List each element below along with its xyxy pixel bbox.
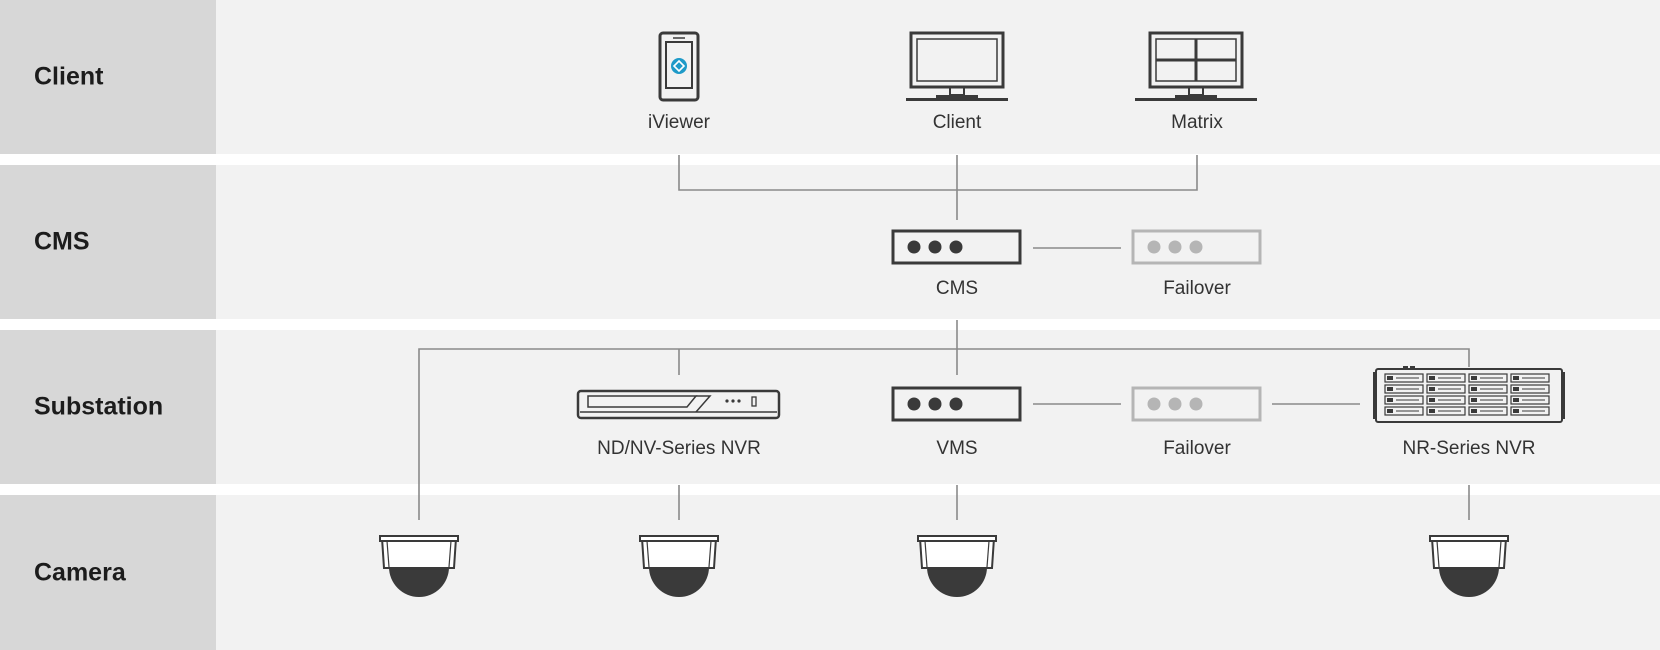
- node-label-cms: CMS: [935, 278, 979, 299]
- layer-label-box: Camera: [0, 495, 216, 650]
- node-label-iviewer: iViewer: [648, 112, 710, 133]
- dome-camera-icon: [917, 535, 997, 597]
- layer-camera: Camera: [0, 495, 1660, 650]
- rack-storage-icon: [1373, 366, 1565, 423]
- server-icon: [891, 386, 1022, 422]
- connection-lines: [418, 155, 1470, 520]
- video-wall-icon: [1135, 31, 1257, 101]
- dome-camera-icon: [379, 535, 459, 597]
- node-label-cms-failover: Failover: [1163, 278, 1231, 299]
- node-label-matrix: Matrix: [1171, 112, 1223, 133]
- layer-label-box: Client: [0, 0, 216, 154]
- monitor-icon: [906, 31, 1008, 101]
- layer-label: CMS: [34, 227, 90, 256]
- nvr-icon: [576, 389, 781, 420]
- layer-label: Client: [34, 62, 104, 91]
- cms-to-substation-bus: [418, 320, 1470, 520]
- node-label-vms: VMS: [936, 438, 978, 459]
- server-icon-inactive: [1131, 386, 1262, 422]
- layer-label: Substation: [34, 392, 164, 421]
- dome-camera-icon: [1429, 535, 1509, 597]
- smartphone-icon: [658, 31, 700, 102]
- node-label-client: Client: [932, 112, 982, 133]
- node-label-vms-failover: Failover: [1163, 438, 1231, 459]
- node-label-nd-nvr: ND/NV-Series NVR: [597, 438, 761, 459]
- layer-substation: Substation: [0, 330, 1660, 484]
- camera-group: [379, 535, 1509, 597]
- layer-label: Camera: [34, 558, 126, 586]
- layer-client: Client: [0, 0, 1660, 154]
- server-icon: [891, 229, 1022, 265]
- layer-label-box: CMS: [0, 165, 216, 319]
- client-to-cms-line: [678, 155, 1198, 220]
- layer-label-box: Substation: [0, 330, 216, 484]
- node-label-nr-nvr: NR-Series NVR: [1402, 438, 1536, 459]
- dome-camera-icon: [639, 535, 719, 597]
- server-icon-inactive: [1131, 229, 1262, 265]
